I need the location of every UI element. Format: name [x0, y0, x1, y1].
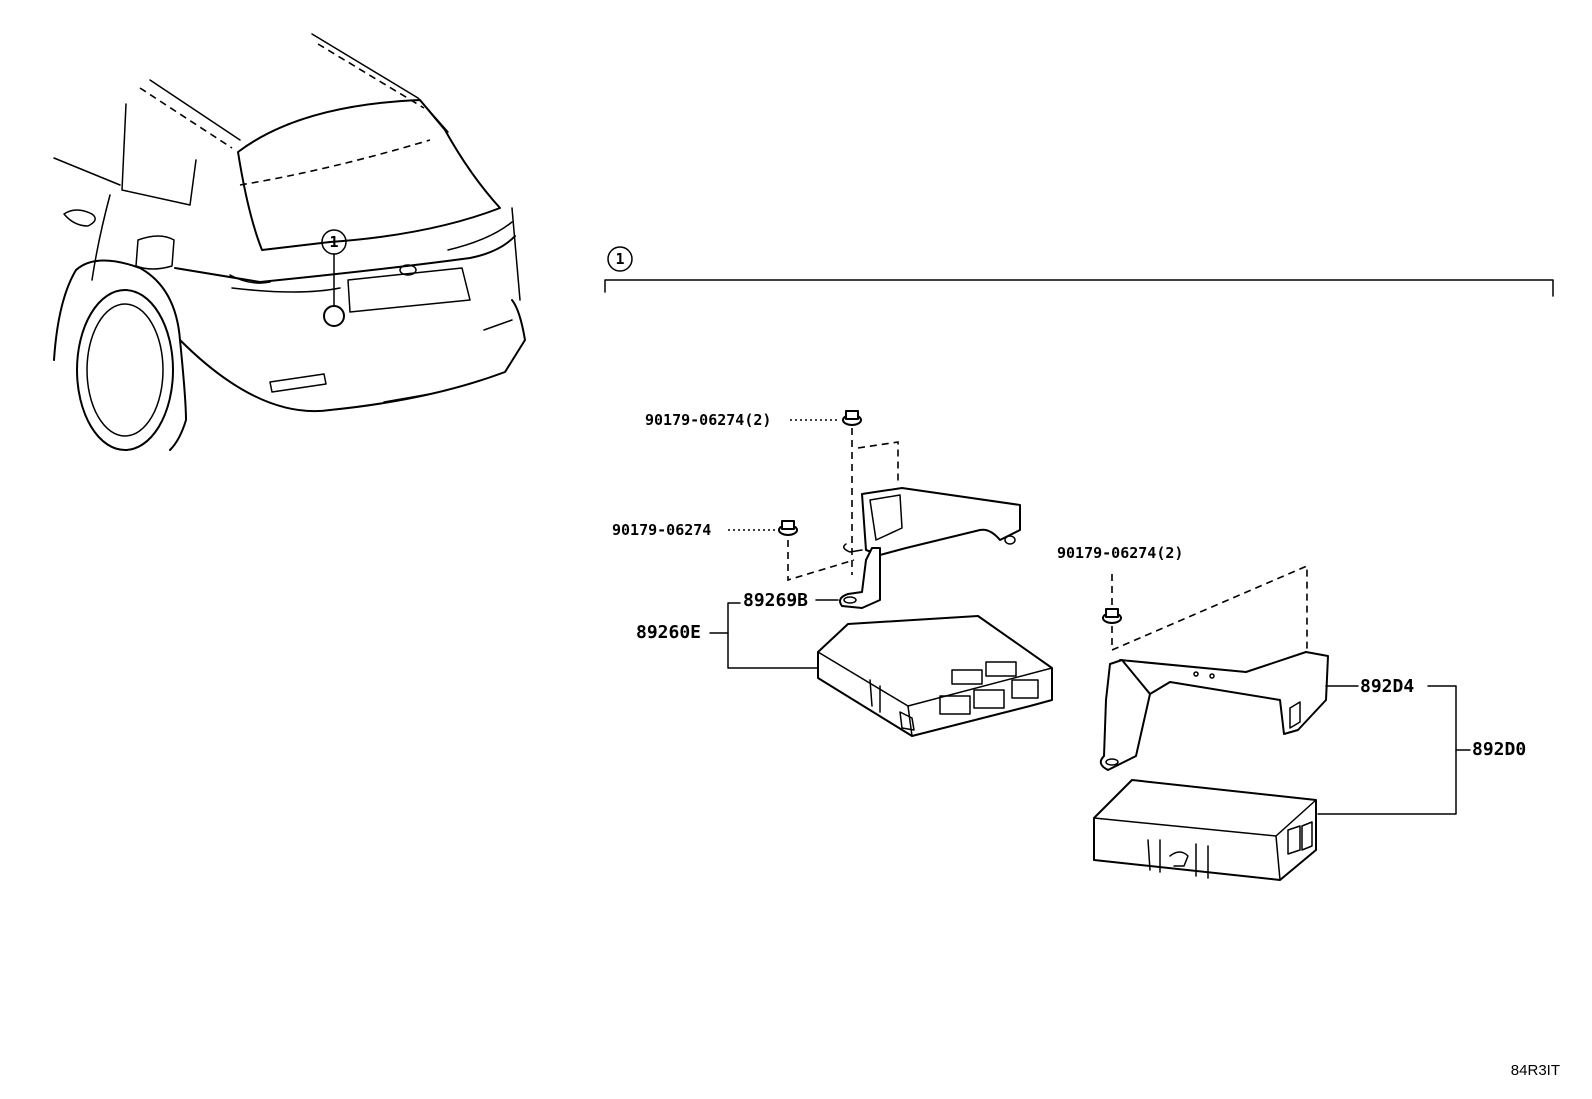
bolt-right-icon — [1102, 608, 1122, 624]
callout-number-bracket: 1 — [615, 250, 624, 268]
ecu-89260e-shape — [817, 615, 1053, 737]
part-label-ecu-892d0: 892D0 — [1472, 739, 1526, 760]
part-label-bracket-89269b: 89269B — [743, 590, 808, 611]
bolt-top-icon — [842, 410, 862, 426]
diagram-id: 84R3IT — [1511, 1062, 1560, 1079]
bracket-892d4-shape — [1099, 651, 1329, 771]
bracket-89269b-shape — [839, 487, 1021, 609]
part-label-bolt-top: 90179-06274(2) — [645, 411, 771, 429]
ecu-892d0-shape — [1093, 779, 1317, 881]
left-assembly: 90179-06274(2) 90179-06274 89269B 89260E — [612, 410, 1053, 737]
bolt-left-icon — [778, 520, 798, 536]
callout-number-vehicle: 1 — [329, 233, 338, 251]
part-label-bracket-892d4: 892D4 — [1360, 676, 1414, 697]
right-assembly: 90179-06274(2) 892D4 892D0 — [1057, 544, 1526, 881]
part-label-bolt-left: 90179-06274 — [612, 521, 711, 539]
vehicle-rear-view: 1 — [53, 33, 526, 451]
part-label-ecu-89260e: 89260E — [636, 622, 701, 643]
part-label-bolt-right: 90179-06274(2) — [1057, 544, 1183, 562]
callout-bracket: 1 — [604, 246, 1554, 297]
